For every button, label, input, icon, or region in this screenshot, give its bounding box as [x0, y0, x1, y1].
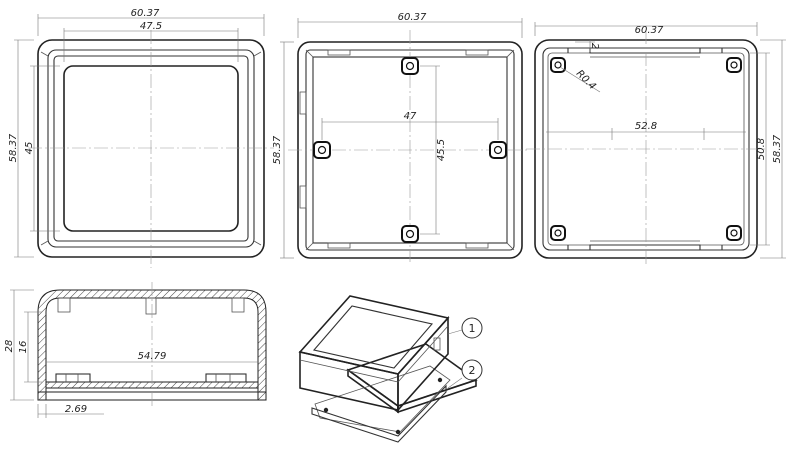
screw-hole-top-right: [726, 57, 742, 73]
base-dim-wall: 2: [589, 43, 600, 49]
boss-right: [489, 141, 507, 159]
front-view: 60.37 47.5 58.37 45: [8, 8, 274, 268]
section-dim-height-total: 28: [4, 340, 15, 353]
callout-1: [461, 317, 483, 339]
section-dim-wall: 2.69: [65, 404, 87, 415]
base-dim-height-inner: 50.8: [756, 138, 767, 160]
base-dim-rib-width: 52.8: [635, 121, 657, 132]
inner-dim-width: 60.37: [398, 12, 427, 23]
boss-left: [313, 141, 331, 159]
inner-dim-height: 58.37: [272, 135, 283, 164]
screw-hole-bottom-left: [550, 225, 566, 241]
section-view: 28 16 54.79 2.69: [4, 282, 267, 418]
callout-2-label: 2: [469, 364, 476, 377]
front-dim-width-inner: 47.5: [140, 21, 162, 32]
front-dim-width-outer: 60.37: [131, 8, 160, 19]
section-dim-inner-width: 54.79: [138, 351, 167, 362]
boss-bottom: [401, 225, 419, 243]
inner-view: 60.37 58.37 47 45.5: [272, 12, 530, 262]
front-dim-height-outer: 58.37: [8, 133, 19, 162]
front-dim-height-inner: 45: [24, 142, 35, 155]
inner-dim-boss-spacing-h: 47: [404, 111, 417, 122]
callout-2: [461, 359, 483, 381]
section-dim-height-inner: 16: [18, 341, 29, 354]
isometric-view: 1 2: [298, 295, 483, 443]
base-dim-width: 60.37: [635, 25, 664, 36]
boss-top: [401, 57, 419, 75]
inner-dim-boss-spacing-v: 45.5: [436, 139, 447, 161]
base-dim-height-outer: 58.37: [772, 134, 783, 163]
screw-hole-bottom-right: [726, 225, 742, 241]
screw-hole-top-left: [550, 57, 566, 73]
base-view: 60.37 52.8 50.8 58.37 2 R0.4: [526, 22, 786, 264]
callout-1-label: 1: [469, 322, 476, 335]
